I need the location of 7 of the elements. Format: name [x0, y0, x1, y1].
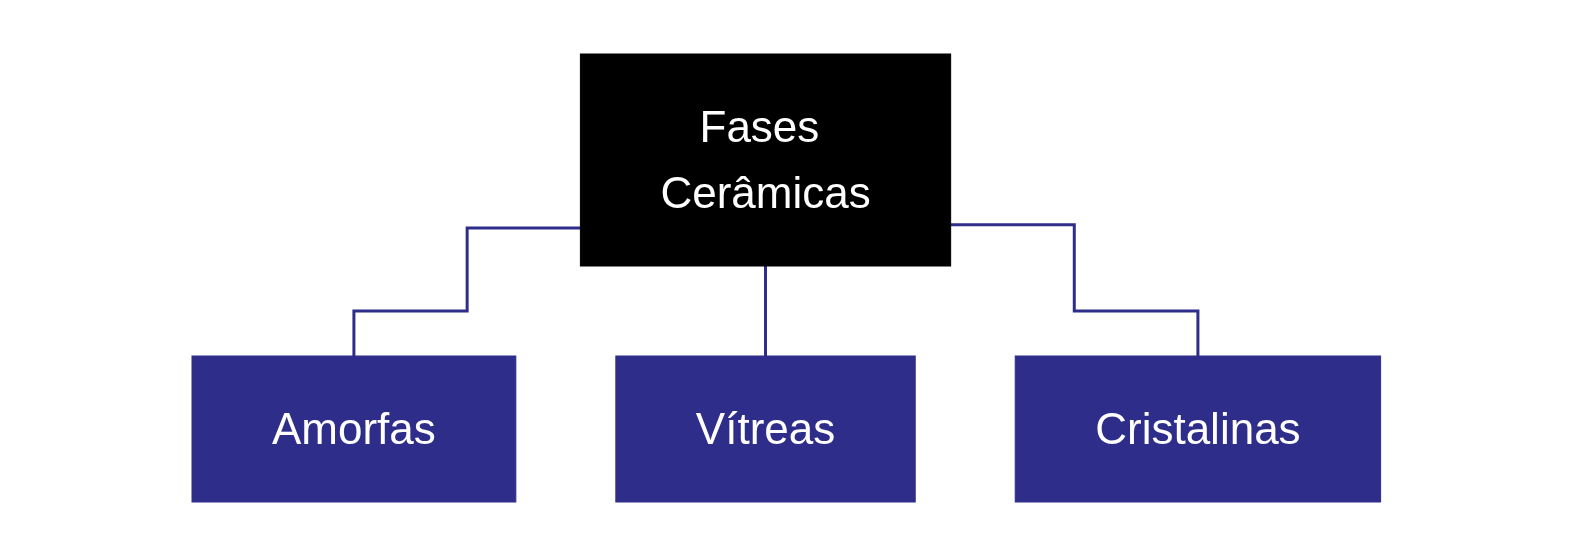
node-box: Vítreas	[615, 355, 916, 502]
node-box: Cristalinas	[1014, 355, 1382, 502]
node-box: Amorfas	[191, 355, 517, 502]
connector	[764, 264, 768, 357]
connector	[950, 222, 1200, 357]
connector	[352, 225, 581, 357]
node-box: Fases Cerâmicas	[580, 53, 952, 266]
